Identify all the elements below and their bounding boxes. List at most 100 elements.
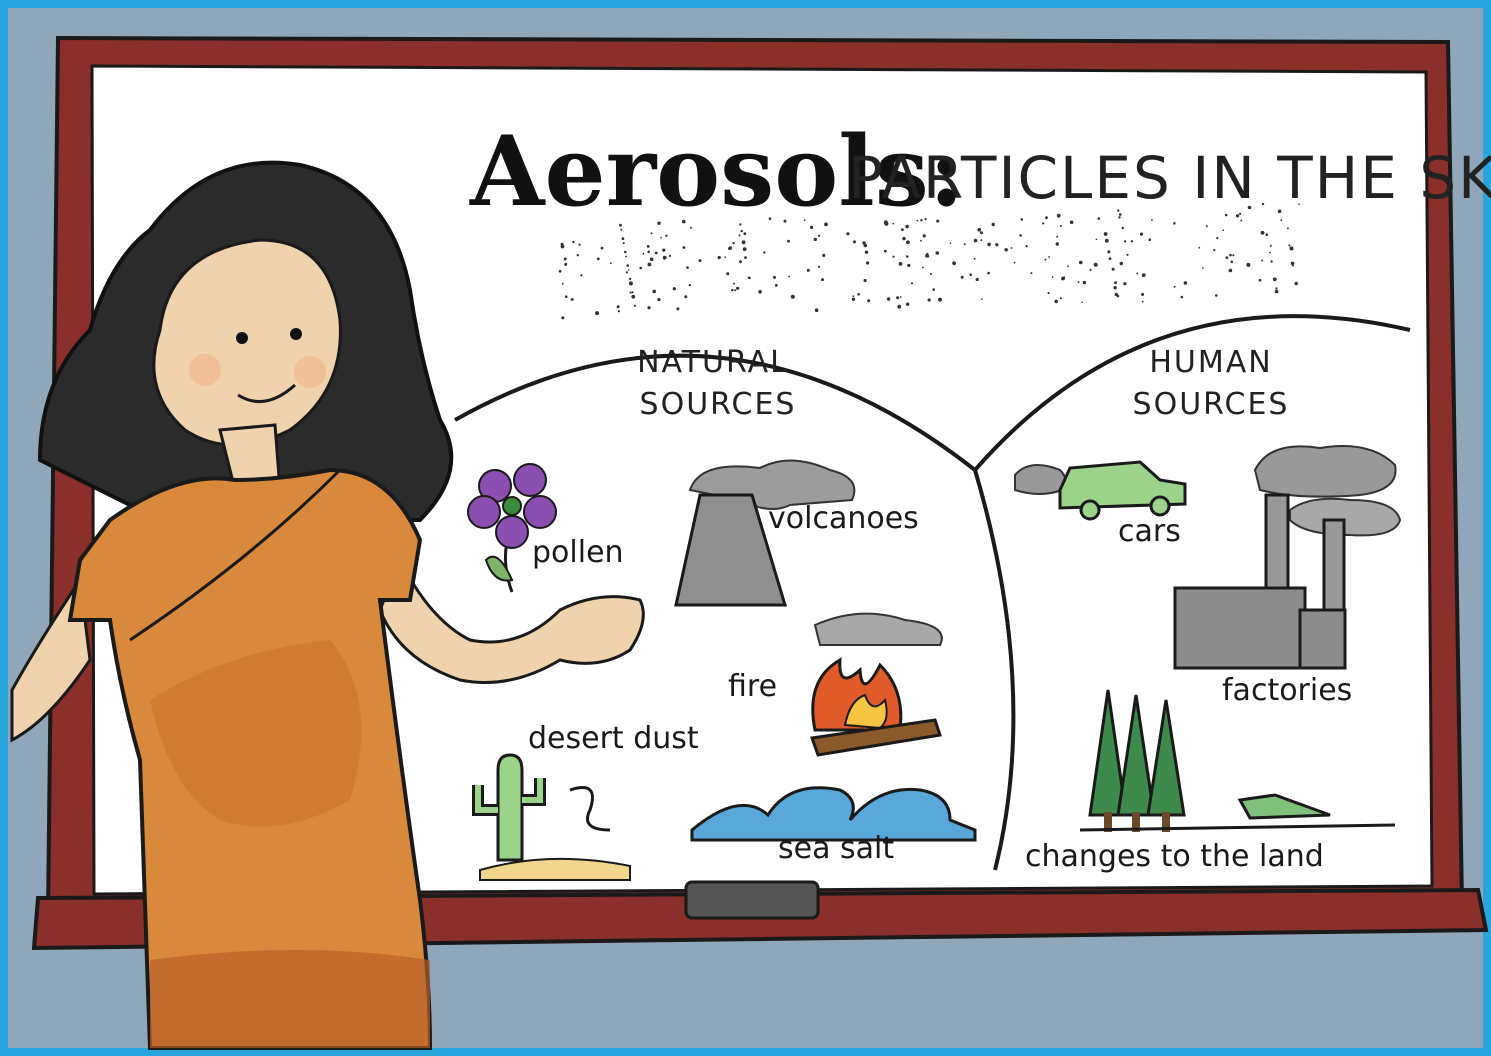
particle-dot <box>1139 232 1144 236</box>
fire-icon <box>809 612 943 757</box>
particle-dot <box>625 271 629 274</box>
particle-dot <box>564 262 568 266</box>
particle-dot <box>822 253 826 257</box>
particle-dot <box>1126 253 1129 256</box>
particle-dot <box>1019 234 1022 237</box>
particle-dot <box>1288 244 1291 247</box>
particle-dot <box>625 255 627 258</box>
particle-dot <box>688 283 691 287</box>
particle-dot <box>657 298 661 302</box>
particle-dot <box>924 217 927 221</box>
pollen-flower-icon <box>467 463 557 593</box>
particle-dot <box>886 297 891 301</box>
particle-dot <box>883 249 887 253</box>
particle-dot <box>728 247 731 250</box>
particle-dot <box>773 275 776 279</box>
particle-dot <box>570 299 573 301</box>
particle-dot <box>736 286 740 290</box>
eraser <box>684 880 820 920</box>
particle-dot <box>1173 222 1176 225</box>
particle-dot <box>863 278 867 283</box>
particle-dot <box>600 246 604 250</box>
particle-dot <box>949 242 952 244</box>
particle-dot <box>851 297 856 301</box>
particle-dot <box>1013 261 1016 264</box>
particle-dot <box>1240 219 1243 222</box>
particle-dot <box>980 239 983 242</box>
particle-dot <box>1173 285 1176 288</box>
label-fire: fire <box>728 669 777 704</box>
particle-dot <box>899 296 902 298</box>
particle-dot <box>558 269 562 273</box>
particle-dot <box>1230 260 1233 264</box>
particle-dot <box>560 244 565 249</box>
particle-dot <box>1141 292 1145 296</box>
particle-dot <box>1198 246 1201 249</box>
particle-dot <box>846 232 850 236</box>
particle-dot <box>561 316 565 320</box>
particle-dot <box>787 239 790 243</box>
particle-dot <box>1261 259 1264 262</box>
particle-dot <box>905 224 909 229</box>
particle-dot <box>910 282 914 285</box>
label-changes-to-the-land: changes to the land <box>1025 839 1324 874</box>
particle-dot <box>1047 291 1050 295</box>
particle-dot <box>1298 203 1300 205</box>
particle-dot <box>898 262 903 266</box>
particle-dot <box>1123 240 1127 243</box>
particle-dot <box>1280 219 1283 222</box>
particle-dot <box>662 248 666 252</box>
particle-dot <box>817 265 821 268</box>
particle-dot <box>1213 249 1216 252</box>
particle-dot <box>647 262 652 267</box>
particle-dot <box>1294 281 1298 286</box>
particle-dot <box>595 311 600 316</box>
particle-dot <box>814 308 819 313</box>
particle-dot <box>979 231 983 235</box>
particle-dot <box>938 297 942 302</box>
particle-dot <box>689 226 692 229</box>
particle-dot <box>821 278 824 282</box>
teacher-figure <box>10 160 645 1050</box>
particle-dot <box>739 223 742 226</box>
label-cars: cars <box>1118 514 1181 549</box>
particle-dot <box>863 243 868 248</box>
particle-dot <box>724 256 726 258</box>
particle-dot <box>995 243 999 247</box>
particle-dot <box>631 294 636 299</box>
particle-dot <box>1004 248 1008 252</box>
divider-line <box>973 469 1016 871</box>
particle-dot <box>1119 261 1124 266</box>
particle-dot <box>1042 222 1045 225</box>
particle-dot <box>668 254 672 257</box>
particle-dot <box>1095 238 1098 241</box>
particle-dot <box>1082 280 1087 285</box>
particle-dot <box>742 247 747 252</box>
particle-dot <box>975 277 979 282</box>
particle-dot <box>1289 246 1294 251</box>
particle-dot <box>936 219 940 223</box>
particle-dot <box>1077 281 1080 284</box>
particle-dot <box>1228 268 1233 273</box>
particle-dot <box>1119 213 1122 216</box>
particle-dot <box>1059 297 1062 300</box>
particle-dot <box>1108 257 1112 260</box>
particle-dot <box>1061 276 1065 281</box>
particle-dot <box>686 266 689 269</box>
particle-dot <box>987 271 990 275</box>
particle-dot <box>867 299 871 303</box>
particle-dot <box>619 223 622 227</box>
particle-dot <box>676 307 680 311</box>
particle-dot <box>681 219 686 224</box>
particle-dot <box>596 257 600 261</box>
particle-dot <box>906 240 910 245</box>
particle-dot <box>1229 253 1232 257</box>
particle-dot <box>1051 276 1054 278</box>
particle-dot <box>973 257 976 260</box>
particle-dot <box>1215 294 1218 297</box>
particle-dot <box>916 219 919 222</box>
particle-dot <box>660 236 662 239</box>
particle-dot <box>1292 264 1294 267</box>
particle-dot <box>897 304 902 309</box>
particle-dot <box>763 251 766 254</box>
